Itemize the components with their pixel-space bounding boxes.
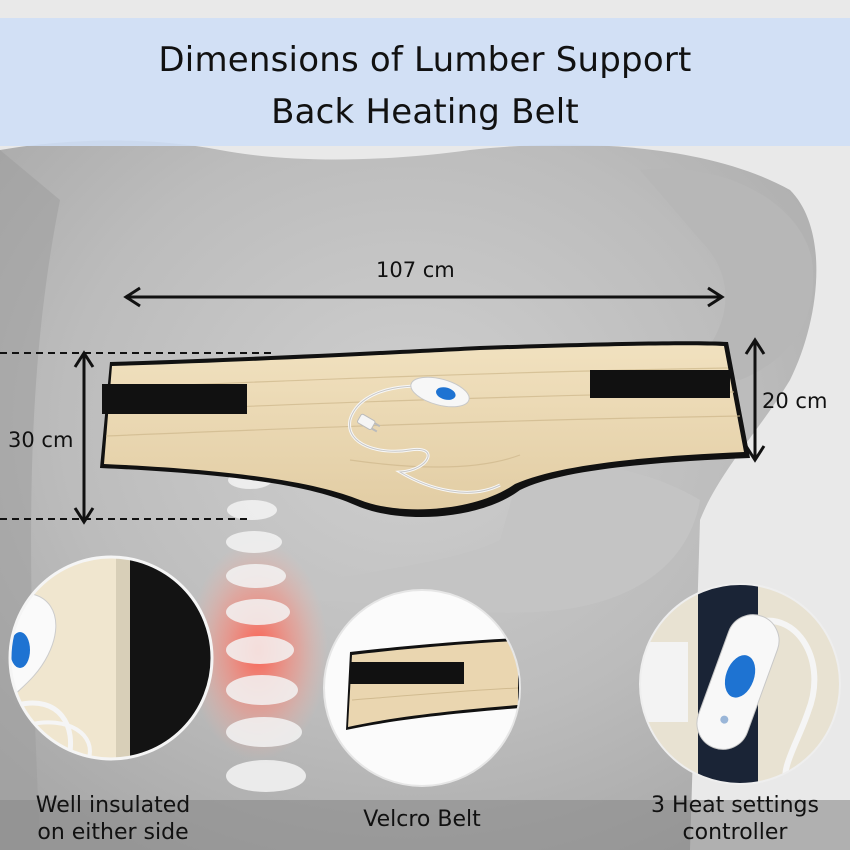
title-line-1: Dimensions of Lumber Support	[158, 40, 692, 80]
feature-caption-controller: 3 Heat settings controller	[624, 792, 846, 846]
velcro-right	[590, 370, 730, 398]
width-label: 20 cm	[762, 389, 828, 413]
insulated-closeup-image	[8, 555, 214, 761]
feature-caption-line: controller	[682, 820, 788, 845]
feature-caption-line: 3 Heat settings	[651, 793, 819, 818]
height-label: 30 cm	[8, 428, 74, 452]
waistband	[0, 800, 850, 850]
length-label: 107 cm	[376, 258, 455, 282]
feature-caption-line: Velcro Belt	[363, 807, 481, 832]
title-line-2: Back Heating Belt	[271, 92, 579, 132]
title-band	[0, 18, 850, 146]
controller-closeup-image	[639, 583, 841, 785]
hand	[300, 464, 700, 613]
controller	[410, 376, 470, 408]
dashed-guides	[0, 352, 275, 520]
feature-caption-line: on either side	[37, 820, 189, 845]
velcro-belt-image	[323, 589, 521, 787]
feature-caption-line: Well insulated	[35, 793, 191, 818]
spine-vertebrae	[226, 471, 306, 792]
plug	[357, 413, 381, 433]
velcro-left	[102, 384, 247, 414]
dimension-arrows	[73, 286, 766, 525]
feature-caption-velcro: Velcro Belt	[322, 806, 522, 833]
feature-caption-insulated: Well insulated on either side	[0, 792, 226, 846]
right-arm	[640, 168, 814, 380]
belt-fabric	[104, 345, 744, 510]
